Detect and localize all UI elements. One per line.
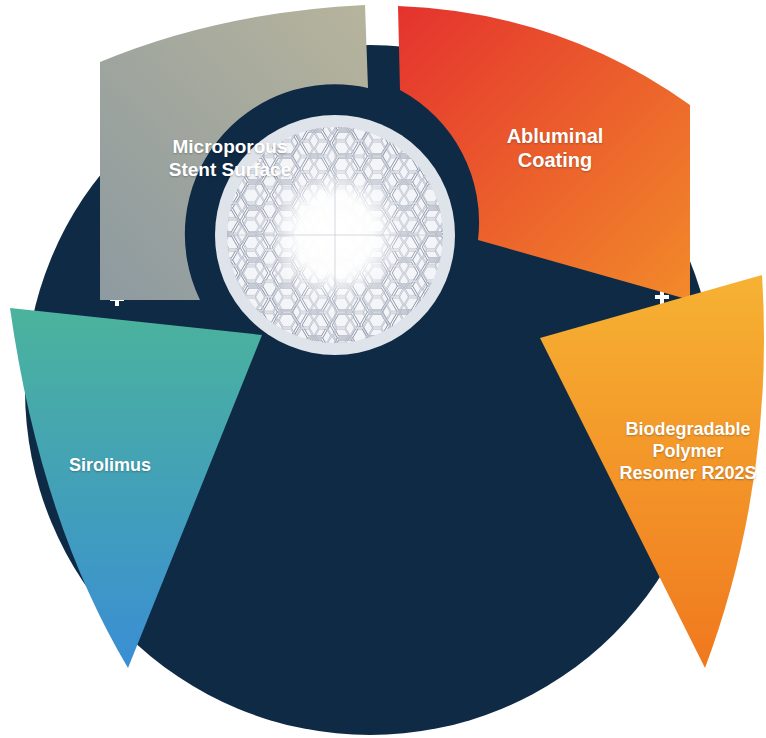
segment-shape <box>5 300 270 675</box>
ring-segment: Microporous Stent Surface <box>95 0 375 305</box>
segment-label: Sirolimus <box>45 455 175 477</box>
segment-label: Microporous Stent Surface <box>150 135 310 181</box>
segment-label: Biodegradable Polymer Resomer R202S <box>618 419 758 485</box>
segment-label: Abluminal Coating <box>480 124 630 173</box>
ring-segment: Abluminal Coating <box>392 0 697 305</box>
ring-segment: Sirolimus <box>5 300 270 675</box>
ring-segment: Biodegradable Polymer Resomer R202S <box>535 270 766 675</box>
